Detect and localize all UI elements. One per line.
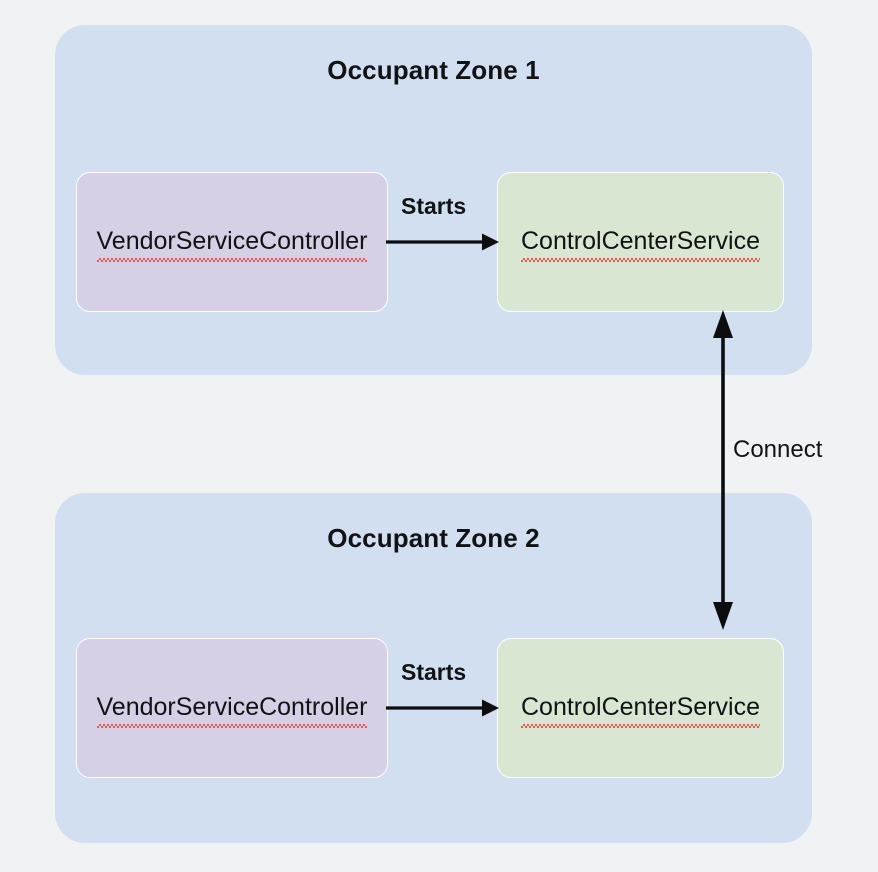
arrow-starts-zone-1 (386, 233, 499, 251)
node-label: VendorServiceController (96, 227, 367, 262)
edge-label-starts-zone-1: Starts (401, 193, 467, 219)
node-label: ControlCenterService (521, 693, 760, 728)
occupant-zone-2-title: Occupant Zone 2 (327, 523, 540, 553)
edge-label-starts-zone-2: Starts (401, 659, 467, 685)
node-control-center-service-zone-1[interactable]: ControlCenterService (497, 172, 784, 312)
node-label: VendorServiceController (96, 693, 367, 728)
node-label: ControlCenterService (521, 227, 760, 262)
node-vendor-service-controller-zone-1[interactable]: VendorServiceController (76, 172, 388, 312)
occupant-zone-1-title: Occupant Zone 1 (327, 55, 540, 85)
arrow-starts-zone-2 (386, 699, 499, 717)
node-control-center-service-zone-2[interactable]: ControlCenterService (497, 638, 784, 778)
edge-label-connect: Connect (733, 436, 823, 463)
node-vendor-service-controller-zone-2[interactable]: VendorServiceController (76, 638, 388, 778)
arrow-connect-bidirectional (713, 310, 733, 630)
